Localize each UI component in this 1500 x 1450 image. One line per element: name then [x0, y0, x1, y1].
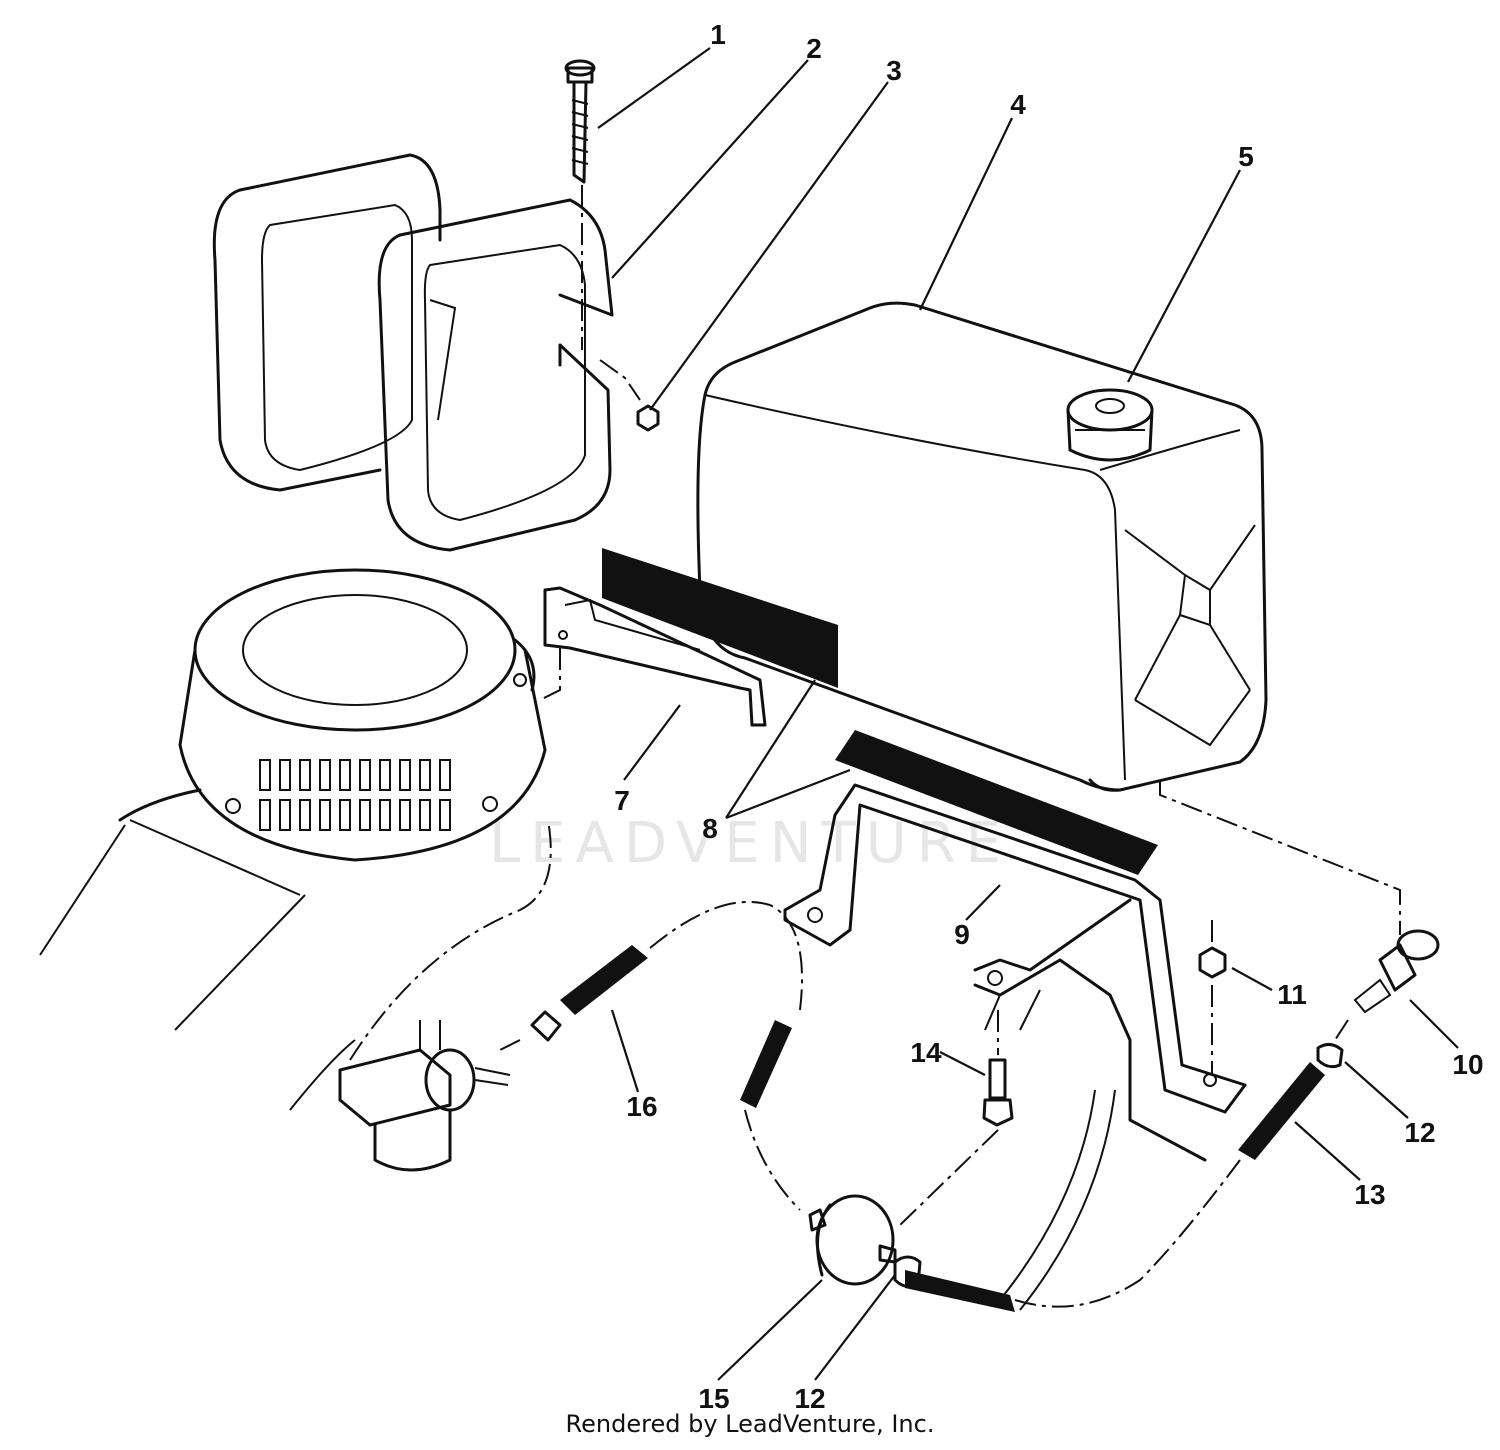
nut-part-3 [599, 359, 660, 432]
tank-support-part-9 [783, 783, 1247, 1114]
callout-1: 1 [710, 19, 726, 50]
callout-13: 13 [1354, 1179, 1385, 1210]
frame-bracket [973, 898, 1207, 1311]
fuel-line-part-16 [530, 901, 803, 1211]
callout-12-lower: 12 [794, 1383, 825, 1414]
fuel-line-part-13 [1014, 1062, 1325, 1308]
fuel-valve-part-10 [1159, 780, 1440, 1014]
callout-16: 16 [626, 1091, 657, 1122]
bracket-part-7 [539, 586, 767, 727]
callout-3: 3 [886, 55, 902, 86]
carburetor-elbow [338, 819, 552, 1172]
fuel-hose-lower [905, 1270, 1015, 1312]
callout-5: 5 [1238, 141, 1254, 172]
callout-7: 7 [614, 785, 630, 816]
foam-pad-upper-part-8 [602, 548, 838, 688]
watermark-text: LEADVENTURE [489, 811, 1011, 876]
callout-11: 11 [1277, 979, 1307, 1010]
nut-part-11 [1198, 920, 1227, 1075]
callout-9: 9 [954, 919, 970, 950]
credit-text: Rendered by LeadVenture, Inc. [565, 1410, 935, 1438]
fuel-cap-part-5 [1066, 388, 1154, 462]
callout-2: 2 [806, 33, 822, 64]
callout-10: 10 [1452, 1049, 1483, 1080]
leader-lines [597, 47, 1459, 1381]
fuel-pump-part-15 [808, 1194, 897, 1286]
tank-shield-front [377, 198, 614, 552]
callout-12-upper: 12 [1404, 1117, 1435, 1148]
callout-8: 8 [702, 813, 718, 844]
callout-14: 14 [910, 1037, 942, 1068]
tank-shield-rear [212, 153, 442, 492]
callout-4: 4 [1010, 89, 1026, 120]
fitting-part-14 [899, 1010, 1014, 1226]
foam-pad-lower-part-8 [835, 730, 1158, 875]
air-intake-housing [178, 568, 547, 862]
fuel-tank-part-4 [696, 301, 1268, 792]
callout-labels: 1 2 3 4 5 7 8 9 10 11 12 13 14 15 12 16 [614, 19, 1483, 1414]
engine-body [39, 788, 356, 1111]
callout-15: 15 [698, 1383, 729, 1414]
clamp-part-12-upper [1316, 1019, 1349, 1069]
